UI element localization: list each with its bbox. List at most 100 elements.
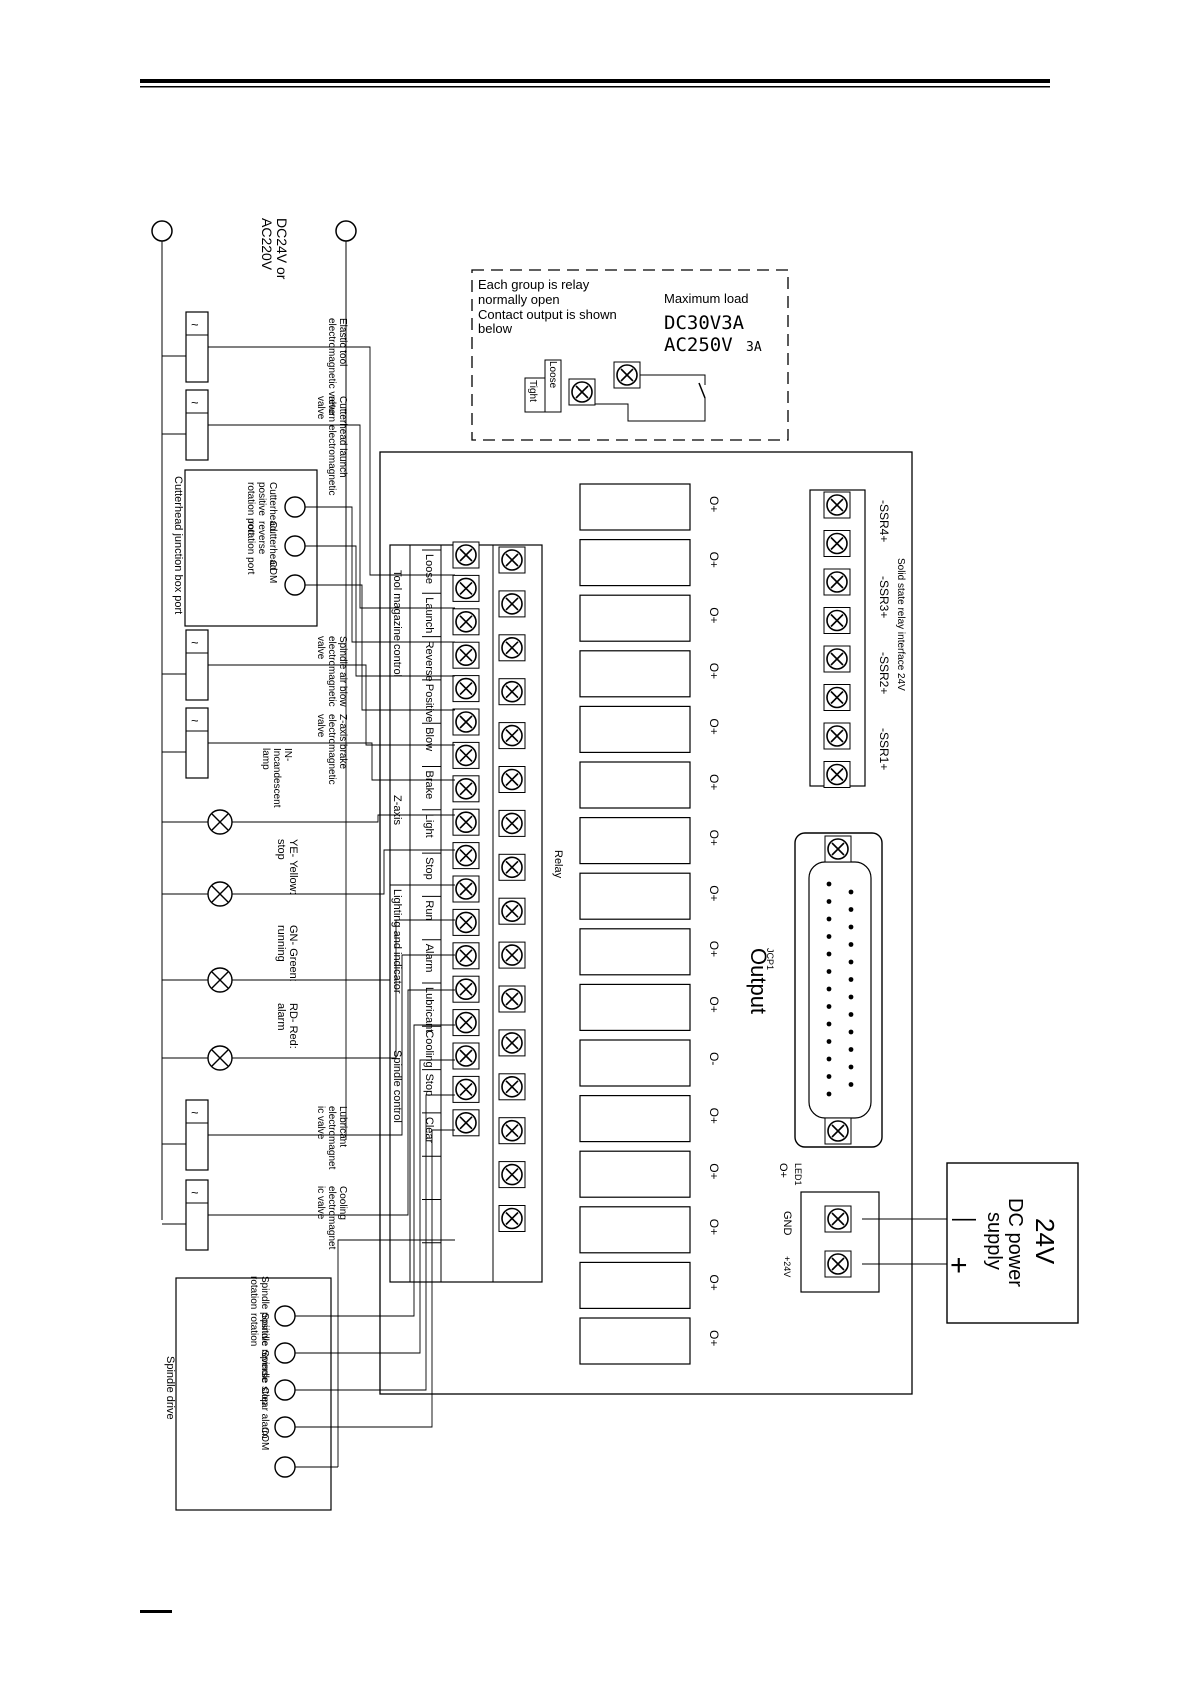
terminal-inner-15-slot-b	[459, 1016, 473, 1030]
wire-15	[323, 1059, 455, 1354]
terminal-inner-1-slot-b	[459, 548, 473, 562]
terminal-label-5: Blow	[423, 727, 435, 751]
ssr-terminal-6-slot-b	[830, 690, 844, 705]
terminal-inner-9	[452, 808, 480, 836]
solenoid-6-label-line-2: electromagnet	[326, 1186, 337, 1250]
spindle-port-3-label-line-1: Spindle stop	[259, 1350, 270, 1405]
wire-13	[208, 989, 455, 1216]
note-tight-box	[524, 377, 546, 413]
ssr-label-3: -SSR2+	[877, 652, 891, 694]
terminal-outer-15	[498, 1161, 526, 1189]
terminal-label-4: Positive	[423, 684, 435, 723]
terminal-inner-3-slot-b	[459, 615, 473, 629]
note-line-3: Contact output is shown	[478, 307, 617, 322]
terminal-outer-9	[498, 897, 526, 925]
cutterhead-port-2	[284, 535, 306, 557]
terminal-inner-8-slot-b	[459, 782, 473, 796]
lamp-1-label-line-1: YE- Yellow:	[287, 839, 299, 895]
terminal-outer-10-slot-b	[505, 948, 519, 962]
terminal-label-9: Run	[423, 900, 435, 920]
plus-24v-terminal	[824, 1250, 852, 1278]
terminal-inner-4-slot-b	[459, 648, 473, 662]
solenoid-1-coil-symbol: ~	[191, 317, 199, 332]
ssr-label-2: -SSR3+	[877, 576, 891, 618]
relay-13	[579, 1150, 691, 1198]
ssr-terminal-3	[823, 568, 851, 596]
lamp-3-label-line-2: alarm	[275, 1003, 287, 1031]
terminal-label-10: Alarm	[423, 944, 435, 973]
db25-mount-screw-top	[824, 835, 852, 863]
power-supply-minus: —	[952, 1205, 976, 1232]
db25-pin-row1-3	[826, 916, 832, 922]
solenoid-4-label-line-1: Z-axis brake	[337, 714, 348, 769]
terminal-inner-7-slot-b	[459, 748, 473, 762]
db25-pin-row2-7	[848, 994, 854, 1000]
terminal-labels: LooseLaunchReversePositiveBlowBrakeLight…	[409, 545, 442, 1282]
terminal-inner-18	[452, 1109, 480, 1137]
spindle-drive-title: Spindle drive	[164, 1356, 176, 1420]
terminal-inner-18-slot-b	[459, 1116, 473, 1130]
solenoid-3-label-line-1: Spindle air blow	[337, 636, 348, 707]
terminal-inner-3	[452, 608, 480, 636]
controller-board	[379, 451, 913, 1395]
solenoid-5-coil-symbol: ~	[191, 1105, 199, 1120]
terminal-label-7: Light	[423, 814, 435, 838]
terminal-inner-9-slot-b	[459, 815, 473, 829]
relay-sign-6: O+	[707, 774, 721, 790]
max-load-ac-current: 3A	[746, 340, 762, 355]
solenoid-2-label-line-2: return electromagnetic	[326, 396, 337, 496]
wire-14	[318, 1024, 455, 1317]
note-loose-label: Loose	[547, 361, 558, 389]
wire-11	[232, 919, 455, 1059]
db25-pin-row2-1	[848, 889, 854, 895]
power-source-label-line1: DC24V or	[274, 218, 290, 280]
terminal-label-13: Stop	[423, 1074, 435, 1097]
ssr-terminal-4-slot-b	[830, 613, 844, 628]
terminal-blocks	[452, 541, 526, 1232]
relay-note-text: Each group is relay normally open Contac…	[478, 277, 617, 336]
wire-1	[208, 346, 455, 576]
wire-16	[328, 1094, 455, 1391]
wire-8	[232, 814, 455, 823]
terminal-outer-5-slot-b	[505, 729, 519, 743]
relay-7	[579, 816, 691, 865]
header-rule-thin	[140, 86, 1050, 88]
ssr-terminal-2	[823, 530, 851, 557]
cutterhead-port-1	[284, 496, 306, 518]
terminal-inner-6-slot-b	[459, 715, 473, 729]
solenoid-4-coil-symbol: ~	[191, 713, 199, 728]
terminal-outer-8	[498, 853, 526, 881]
note-contact-switch	[698, 382, 706, 399]
terminal-outer-4	[498, 678, 526, 706]
spindle-port-5-label-line-1: COM	[259, 1427, 270, 1450]
solenoid-4-label-line-2: electromagnetic	[326, 714, 337, 785]
terminal-label-11: Lubricant	[423, 987, 435, 1032]
terminal-label-2: Launch	[423, 597, 435, 633]
relay-4	[579, 650, 691, 698]
db25-pin-row1-12	[826, 1074, 832, 1079]
terminal-inner-14	[452, 975, 480, 1003]
gnd-terminal-slot-b	[831, 1212, 845, 1226]
lamp-2-label-line-2: running	[275, 925, 287, 962]
solenoid-1-label-line-2: electromagnetic valve	[326, 318, 337, 415]
terminal-outer-3	[498, 634, 526, 662]
db25-mount-screw-top-slot-b	[831, 842, 845, 856]
dc-power-supply-box	[946, 1162, 1079, 1324]
header-rule-thick	[140, 79, 1050, 83]
terminal-label-6: Brake	[423, 771, 435, 800]
power-terminal-block	[800, 1191, 880, 1293]
db25-pin-row2-6	[848, 977, 854, 982]
terminal-inner-5	[452, 675, 480, 703]
group-label-3: Lighting and indicator	[391, 889, 403, 994]
led-plus-sign: O+	[777, 1163, 789, 1178]
terminal-outer-6-slot-b	[505, 772, 519, 787]
db25-mount-screw-bottom-slot-b	[831, 1124, 845, 1138]
wire-12	[208, 954, 455, 1136]
group-label-4: Spindle control	[391, 1050, 403, 1123]
db25-pin-row2-10	[848, 1047, 854, 1052]
terminal-outer-10	[498, 941, 526, 969]
